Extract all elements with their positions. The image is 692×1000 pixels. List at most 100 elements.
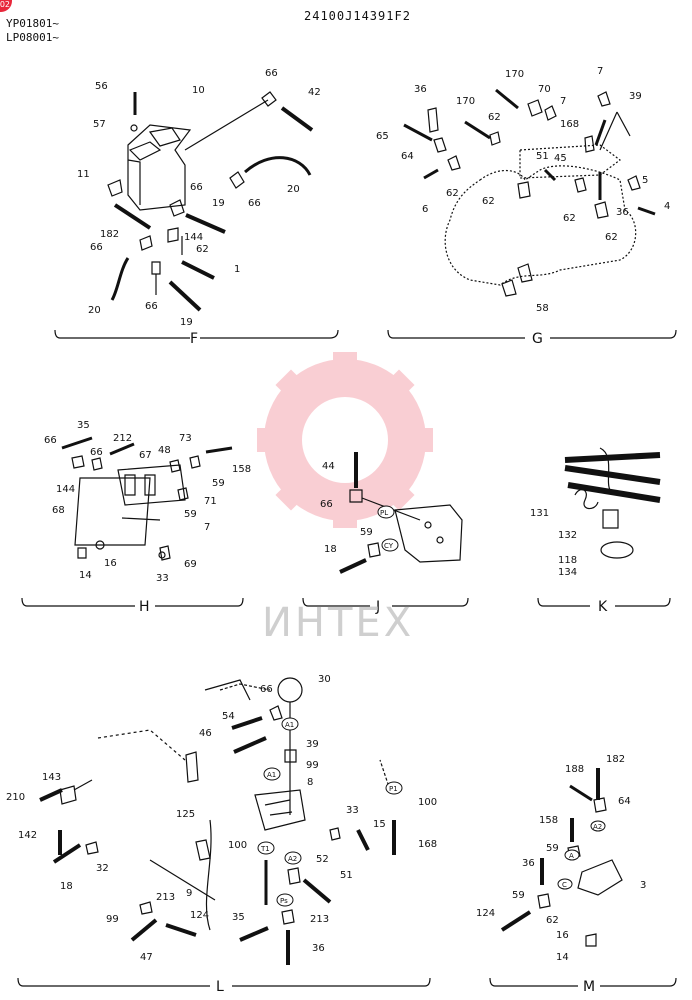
section-label-j: J	[375, 599, 380, 615]
part-number: 36	[414, 84, 427, 95]
watermark-gear-icon	[257, 352, 433, 528]
part-number: 142	[18, 830, 37, 841]
part-number: 62	[482, 196, 495, 207]
part-number: 35	[232, 912, 245, 923]
part-number: 7	[204, 522, 210, 533]
part-number: 39	[629, 91, 642, 102]
part-number: 51	[340, 870, 353, 881]
port-label: P1	[389, 785, 398, 793]
part-number: 131	[530, 508, 549, 519]
section-label-f: F	[190, 331, 198, 347]
port-label: PL	[380, 509, 388, 517]
part-number: 62	[446, 188, 459, 199]
part-number: 51	[536, 151, 549, 162]
part-number: 30	[318, 674, 331, 685]
part-number: 182	[100, 229, 119, 240]
part-number: 62	[563, 213, 576, 224]
part-number: 9	[186, 888, 192, 899]
port-label: C	[562, 881, 567, 889]
port-label: A2	[593, 823, 602, 831]
port-label: A1	[267, 771, 276, 779]
part-number: 66	[320, 499, 333, 510]
part-number: 7	[597, 66, 603, 77]
part-number: 66	[90, 447, 103, 458]
part-number: 62	[196, 244, 209, 255]
part-number: 67	[139, 450, 152, 461]
part-number: 6	[422, 204, 428, 215]
part-number: 36	[616, 207, 629, 218]
part-number: 100	[418, 797, 437, 808]
port-label: A	[569, 852, 574, 860]
part-number: 14	[79, 570, 92, 581]
part-number: 44	[322, 461, 335, 472]
part-number: 73	[179, 433, 192, 444]
part-number: 54	[222, 711, 235, 722]
part-number: 36	[522, 858, 535, 869]
part-number: 33	[156, 573, 169, 584]
part-number: 66	[248, 198, 261, 209]
part-number: 45	[554, 153, 567, 164]
part-number: 59	[184, 509, 197, 520]
part-number: 59	[212, 478, 225, 489]
part-number: 58	[536, 303, 549, 314]
port-label: Ps	[280, 897, 288, 905]
part-number: 66	[145, 301, 158, 312]
part-number: 124	[476, 908, 495, 919]
part-number: 39	[306, 739, 319, 750]
drawing-number: 24100J14391F2	[304, 9, 411, 23]
port-markers	[257, 505, 606, 907]
port-label: T1	[260, 845, 270, 853]
line-art	[17, 88, 677, 987]
part-number: 15	[373, 819, 386, 830]
part-number: 35	[77, 420, 90, 431]
part-number: 16	[104, 558, 117, 569]
part-number: 65	[376, 131, 389, 142]
part-number: 59	[546, 843, 559, 854]
part-number: 57	[93, 119, 106, 130]
part-number: 48	[158, 445, 171, 456]
part-number: 66	[44, 435, 57, 446]
part-number: 19	[180, 317, 193, 328]
part-number: 62	[605, 232, 618, 243]
part-number: 46	[199, 728, 212, 739]
part-number: 52	[316, 854, 329, 865]
part-number: 4	[664, 201, 670, 212]
part-number: 188	[565, 764, 584, 775]
part-number: 99	[106, 914, 119, 925]
part-number: 42	[308, 87, 321, 98]
part-number: 170	[456, 96, 475, 107]
part-number: 14	[556, 952, 569, 963]
part-number: 47	[140, 952, 153, 963]
port-label: CY	[384, 542, 394, 550]
corner-badge: 02	[0, 0, 12, 12]
section-label-h: H	[139, 599, 150, 615]
section-label-l: L	[216, 979, 224, 995]
part-number: 144	[184, 232, 203, 243]
part-number: 8	[307, 777, 313, 788]
section-label-k: K	[598, 599, 608, 615]
part-number: 118	[558, 555, 577, 566]
section-label-m: M	[583, 979, 595, 995]
part-number: 213	[310, 914, 329, 925]
port-label: A2	[288, 855, 297, 863]
part-number: 144	[56, 484, 75, 495]
part-number: 16	[556, 930, 569, 941]
part-number: 168	[560, 119, 579, 130]
watermark-text: ИНТЕХ	[262, 600, 415, 646]
part-number: 66	[265, 68, 278, 79]
serial-range-2: LP08001~	[6, 31, 59, 44]
part-number: 68	[52, 505, 65, 516]
part-number: 19	[212, 198, 225, 209]
part-number: 56	[95, 81, 108, 92]
part-number: 66	[190, 182, 203, 193]
part-number: 59	[512, 890, 525, 901]
part-number: 158	[539, 815, 558, 826]
part-number: 5	[642, 175, 648, 186]
part-number: 143	[42, 772, 61, 783]
part-number: 170	[505, 69, 524, 80]
part-number: 32	[96, 863, 109, 874]
part-number: 66	[260, 684, 273, 695]
section-label-g: G	[532, 331, 543, 347]
part-number: 7	[560, 96, 566, 107]
